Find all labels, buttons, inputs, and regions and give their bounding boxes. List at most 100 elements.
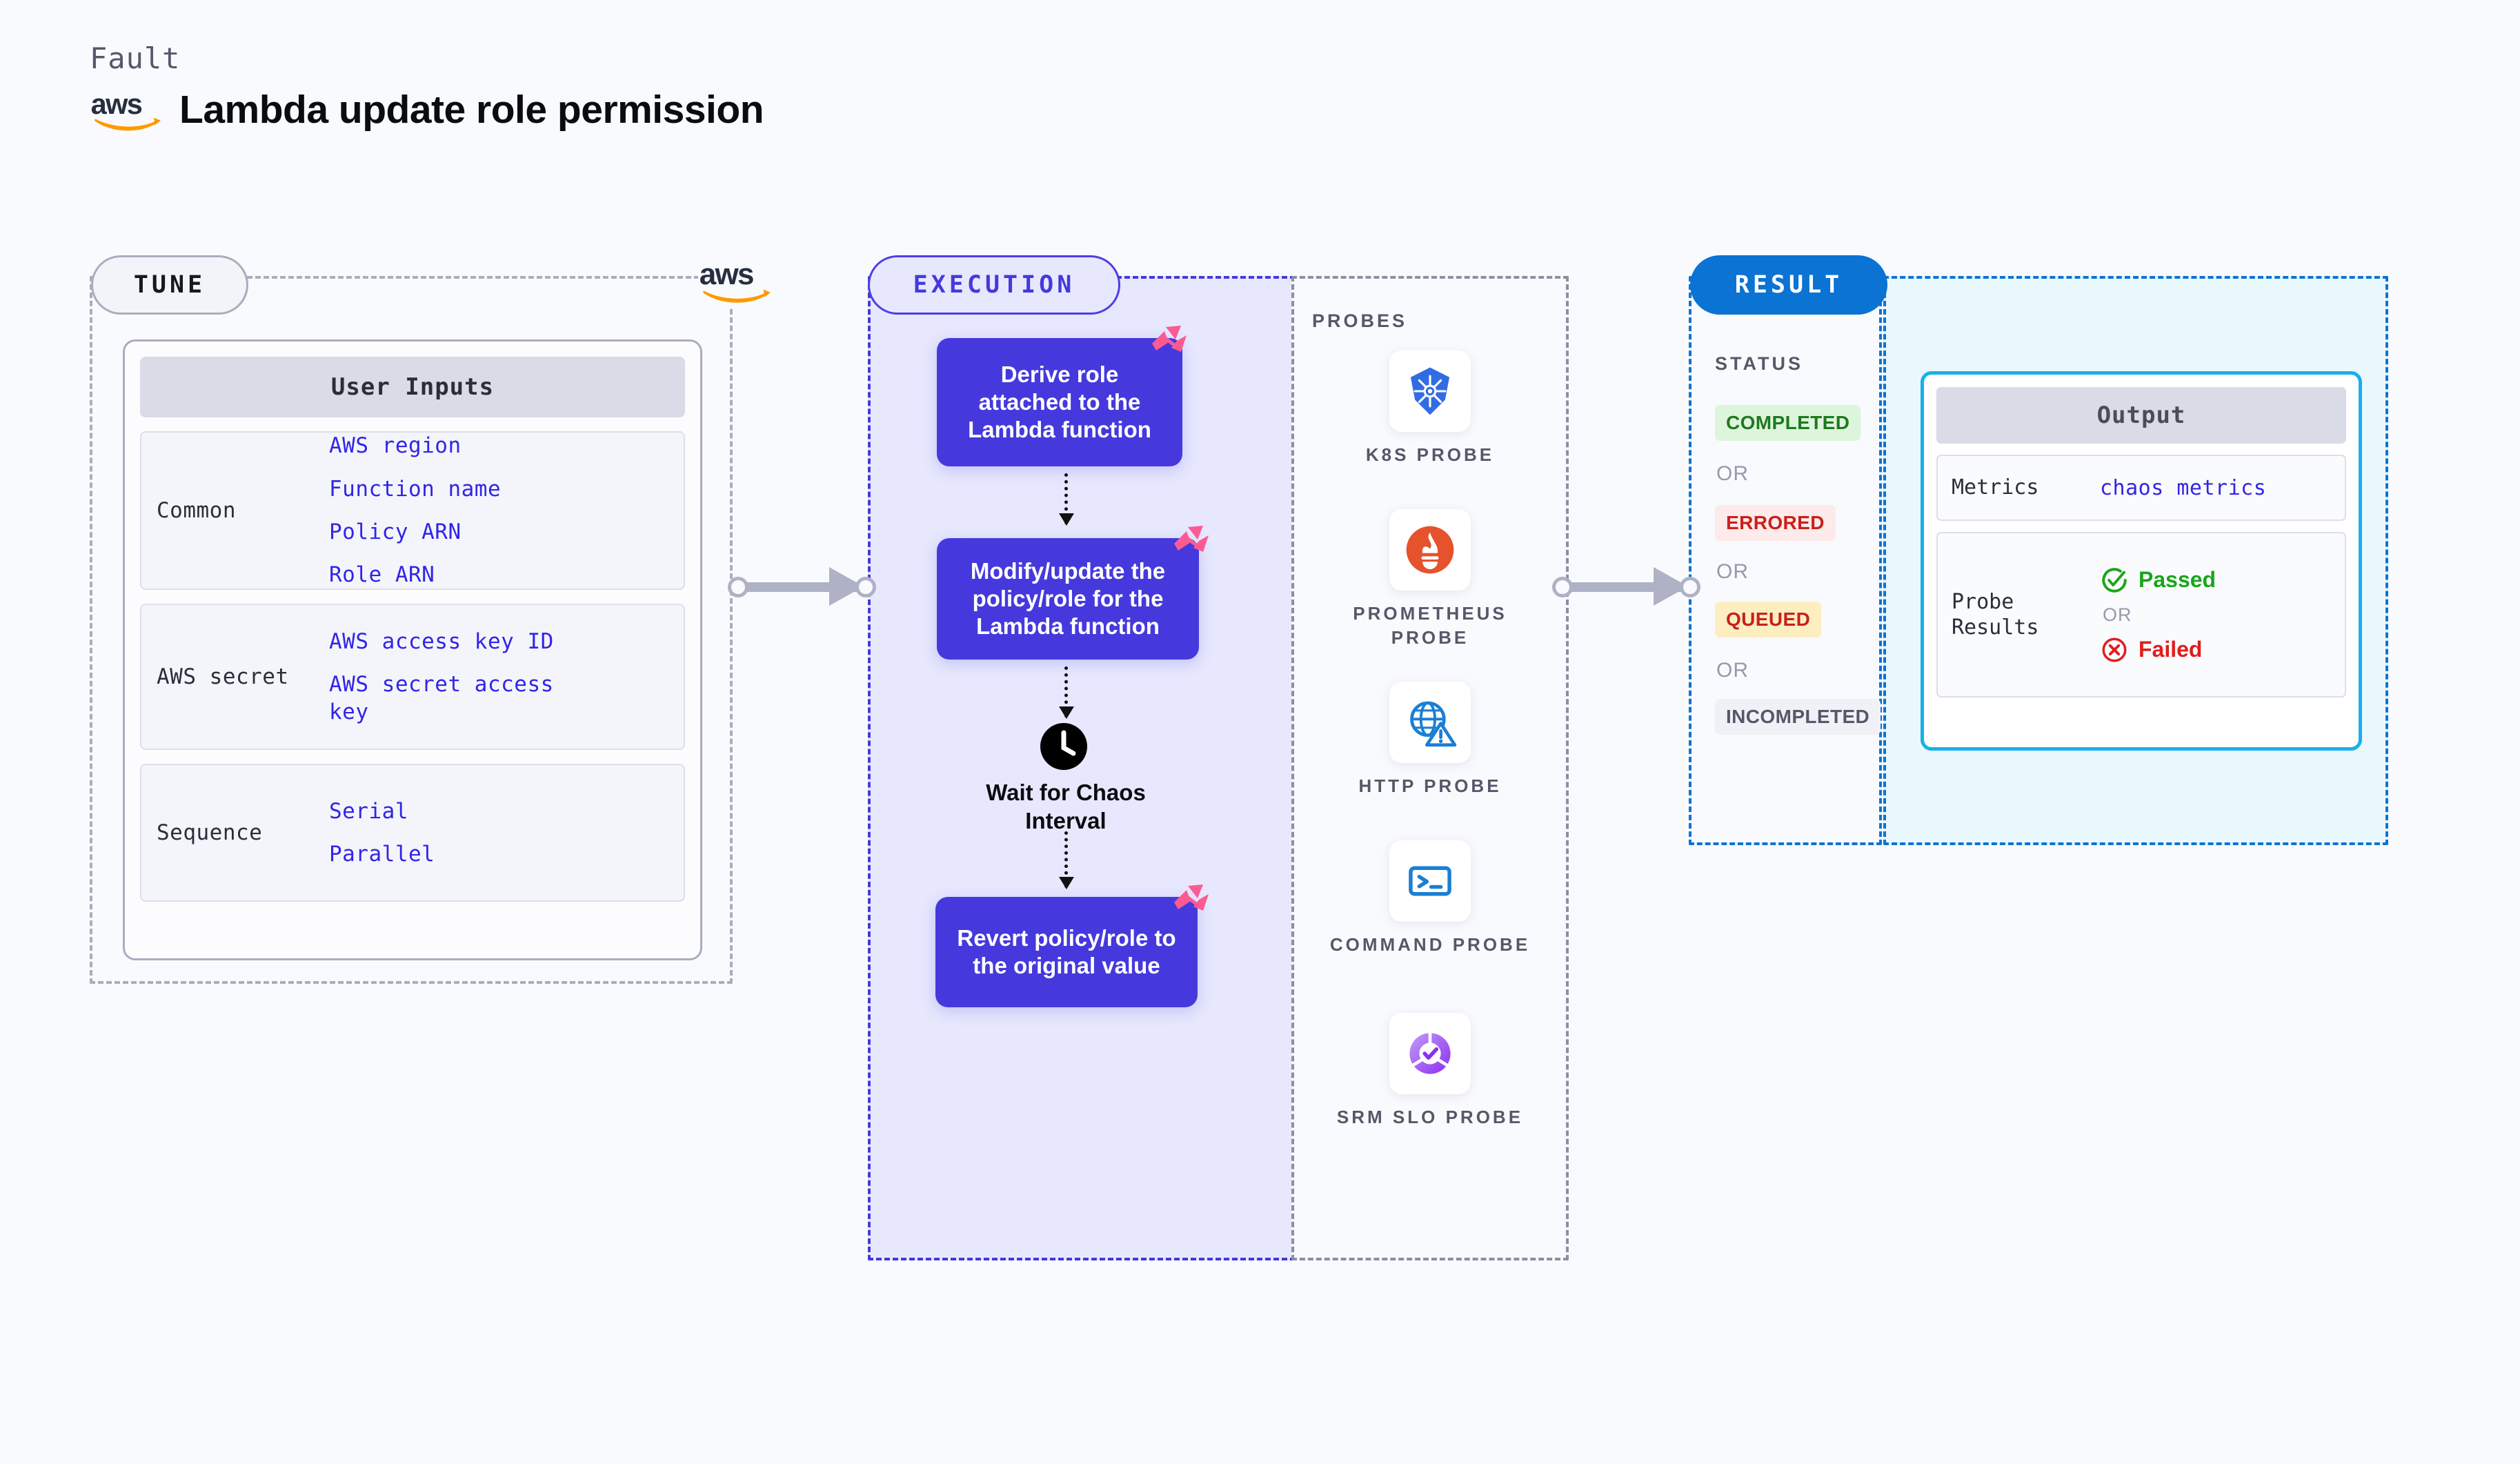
result-section-box [1689, 276, 1882, 845]
page-header: Fault aws Lambda update role permission [90, 41, 764, 135]
tune-section-box [90, 276, 733, 984]
aws-logo: aws [91, 88, 161, 131]
svg-text:aws: aws [700, 257, 753, 291]
arrow-line [1064, 473, 1068, 524]
input-group-label: Sequence [157, 820, 263, 845]
tune-value[interactable]: AWS access key ID [329, 629, 554, 654]
arrow-line [1064, 831, 1068, 888]
fault-kicker: Fault [90, 41, 181, 75]
prometheus-icon [1406, 526, 1454, 574]
output-card: Output Metrics chaos metrics Probe Resul… [1921, 371, 2362, 751]
execution-node[interactable]: Revert policy/role to the original value [935, 897, 1198, 1007]
arrow-head [1059, 877, 1074, 889]
result-section-pill[interactable]: RESULT [1690, 255, 1887, 315]
status-badge-completed: COMPLETED [1715, 405, 1861, 441]
probes-section-box [1291, 276, 1569, 1260]
aws-logo-tune: aws [698, 254, 774, 308]
probe-tile [1389, 1013, 1471, 1094]
srm-slo-icon [1409, 1033, 1451, 1074]
probe-tile [1389, 509, 1471, 591]
probe-result-or-label: OR [2103, 604, 2132, 625]
input-group-values: AWS region Function name Policy ARN Role… [329, 424, 501, 596]
output-metrics-value[interactable]: chaos metrics [2100, 475, 2267, 500]
input-group-aws-secret: AWS secret AWS access key ID AWS secret … [140, 604, 685, 750]
arrow-head [1059, 513, 1074, 526]
status-or-label: OR [1716, 462, 1749, 485]
input-group-label: Common [157, 498, 236, 523]
litmus-chaos-icon [1174, 884, 1209, 911]
tune-value[interactable]: Role ARN [329, 562, 435, 588]
probe-tile [1389, 350, 1471, 432]
connector-endpoint-left [728, 577, 748, 597]
input-group-common: Common AWS region Function name Policy A… [140, 431, 685, 590]
tune-value[interactable]: Policy ARN [329, 520, 462, 544]
output-metrics-label: Metrics [1952, 475, 2039, 500]
status-title: STATUS [1715, 353, 1803, 374]
probe-result-passed: Passed [2100, 566, 2216, 595]
output-row-metrics: Metrics chaos metrics [1936, 455, 2346, 521]
arrow-line [1064, 666, 1068, 718]
probes-title: PROBES [1312, 310, 1408, 331]
check-circle-icon [2102, 567, 2127, 593]
probe-item-http[interactable]: HTTP PROBE [1311, 682, 1549, 798]
execution-arrow [1059, 831, 1074, 889]
kubernetes-icon [1410, 367, 1450, 415]
title-row: aws Lambda update role permission [90, 85, 764, 135]
connector-endpoint-right [855, 577, 876, 597]
http-globe-warning-icon [1410, 701, 1457, 747]
svg-text:aws: aws [91, 88, 142, 120]
status-badge-incompleted: INCOMPLETED [1715, 699, 1881, 735]
page-title: Lambda update role permission [179, 88, 764, 132]
connector-tune-to-execution [728, 566, 876, 607]
input-group-values: AWS access key ID AWS secret access key [329, 620, 557, 734]
litmus-chaos-icon [1174, 526, 1209, 552]
terminal-icon [1409, 866, 1451, 896]
tune-value[interactable]: Parallel [329, 842, 435, 867]
arrow-head [1059, 706, 1074, 719]
execution-section-pill[interactable]: EXECUTION [868, 255, 1120, 315]
status-or-label: OR [1716, 659, 1749, 682]
tune-value[interactable]: Serial [329, 798, 408, 824]
execution-arrow [1059, 666, 1074, 719]
user-inputs-card: User Inputs Common AWS region Function n… [123, 339, 702, 960]
tune-value[interactable]: Function name [329, 476, 502, 502]
probe-tile [1389, 682, 1471, 763]
clock-icon [1040, 723, 1087, 770]
probe-label: HTTP PROBE [1358, 775, 1502, 796]
status-badge-errored: ERRORED [1715, 505, 1836, 541]
status-or-label: OR [1716, 560, 1749, 583]
probe-label: COMMAND PROBE [1329, 934, 1531, 955]
probe-label: PROMETHEUS PROBE [1353, 603, 1507, 649]
status-badge-queued: QUEUED [1715, 602, 1822, 637]
probe-result-failed: Failed [2100, 635, 2216, 664]
probe-item-k8s[interactable]: K8S PROBE [1311, 350, 1549, 467]
output-row-probe-results: Probe Results Passed OR Failed [1936, 532, 2346, 698]
probe-label: SRM SLO PROBE [1336, 1107, 1524, 1127]
execution-node[interactable]: Derive role attached to the Lambda funct… [937, 338, 1182, 466]
execution-arrow [1059, 473, 1074, 526]
connector-execution-to-result [1552, 566, 1700, 607]
probe-result-options: Passed OR Failed [2100, 566, 2216, 664]
probe-label: K8S PROBE [1365, 444, 1495, 465]
user-inputs-title: User Inputs [140, 357, 685, 417]
connector-endpoint-right [1680, 577, 1700, 597]
tune-section-pill[interactable]: TUNE [91, 255, 248, 315]
tune-value[interactable]: AWS secret access key [329, 671, 554, 725]
execution-node[interactable]: Modify/update the policy/role for the La… [937, 538, 1199, 660]
input-group-values: Serial Parallel [329, 790, 435, 876]
connector-endpoint-left [1552, 577, 1573, 597]
tune-value[interactable]: AWS region [329, 433, 462, 459]
input-group-sequence: Sequence Serial Parallel [140, 764, 685, 902]
probe-item-prometheus[interactable]: PROMETHEUS PROBE [1311, 509, 1549, 650]
input-group-label: AWS secret [157, 664, 289, 689]
probe-result-passed-label: Passed [2139, 567, 2216, 592]
output-probe-results-label: Probe Results [1952, 589, 2039, 640]
probe-tile [1389, 840, 1471, 922]
x-circle-icon [2102, 637, 2127, 662]
output-title: Output [1936, 387, 2346, 444]
probe-item-srm-slo[interactable]: SRM SLO PROBE [1311, 1013, 1549, 1129]
probe-result-failed-label: Failed [2139, 637, 2203, 662]
probe-item-command[interactable]: COMMAND PROBE [1311, 840, 1549, 957]
litmus-chaos-icon [1152, 326, 1187, 352]
